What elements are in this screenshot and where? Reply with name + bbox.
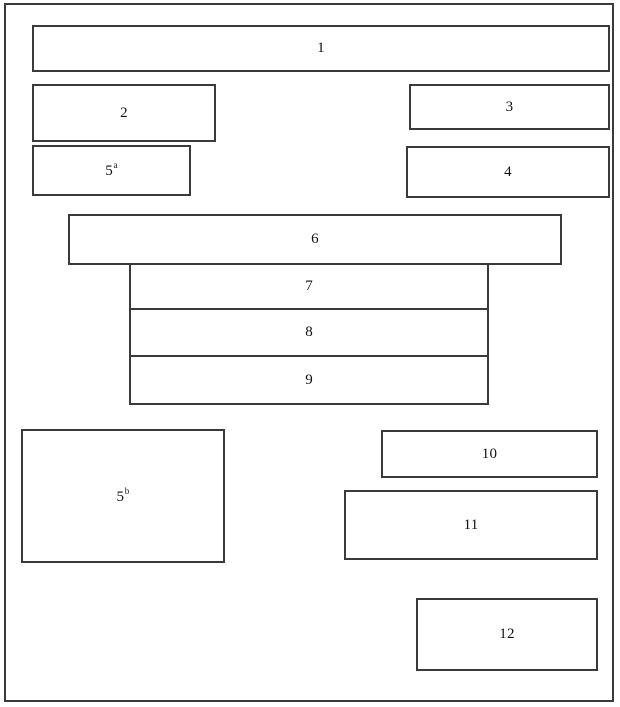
block-1-label: 1	[317, 40, 325, 56]
block-5b-label: 5b	[116, 485, 130, 505]
block-5a: 5a	[32, 145, 191, 196]
block-4-label: 4	[504, 163, 512, 180]
block-9: 9	[129, 357, 489, 405]
block-5a-superscript: a	[113, 160, 118, 170]
block-9-label: 9	[305, 371, 313, 388]
block-10: 10	[381, 430, 598, 478]
block-8-label: 8	[305, 324, 313, 340]
block-6: 6	[68, 214, 562, 265]
block-4: 4	[406, 146, 610, 198]
block-10-label: 10	[481, 445, 498, 462]
block-7: 7	[129, 263, 489, 310]
outer-frame: 1 2 3 5a 4 6 7 8 9	[4, 3, 614, 702]
block-6-label: 6	[311, 231, 319, 247]
block-3: 3	[409, 84, 610, 130]
block-12-label: 12	[499, 626, 515, 642]
block-5a-label: 5a	[105, 160, 118, 179]
block-3-label: 3	[505, 98, 514, 115]
block-8: 8	[129, 310, 489, 357]
block-11-label: 11	[463, 516, 479, 533]
block-1: 1	[32, 25, 610, 72]
block-5b-superscript: b	[124, 485, 130, 496]
block-5b-base: 5	[116, 488, 125, 505]
block-7-label: 7	[305, 278, 313, 294]
block-5b: 5b	[21, 429, 225, 563]
block-2-label: 2	[120, 104, 128, 121]
block-12: 12	[416, 598, 598, 671]
block-5a-base: 5	[105, 163, 113, 179]
block-11: 11	[344, 490, 598, 560]
block-2: 2	[32, 84, 216, 142]
